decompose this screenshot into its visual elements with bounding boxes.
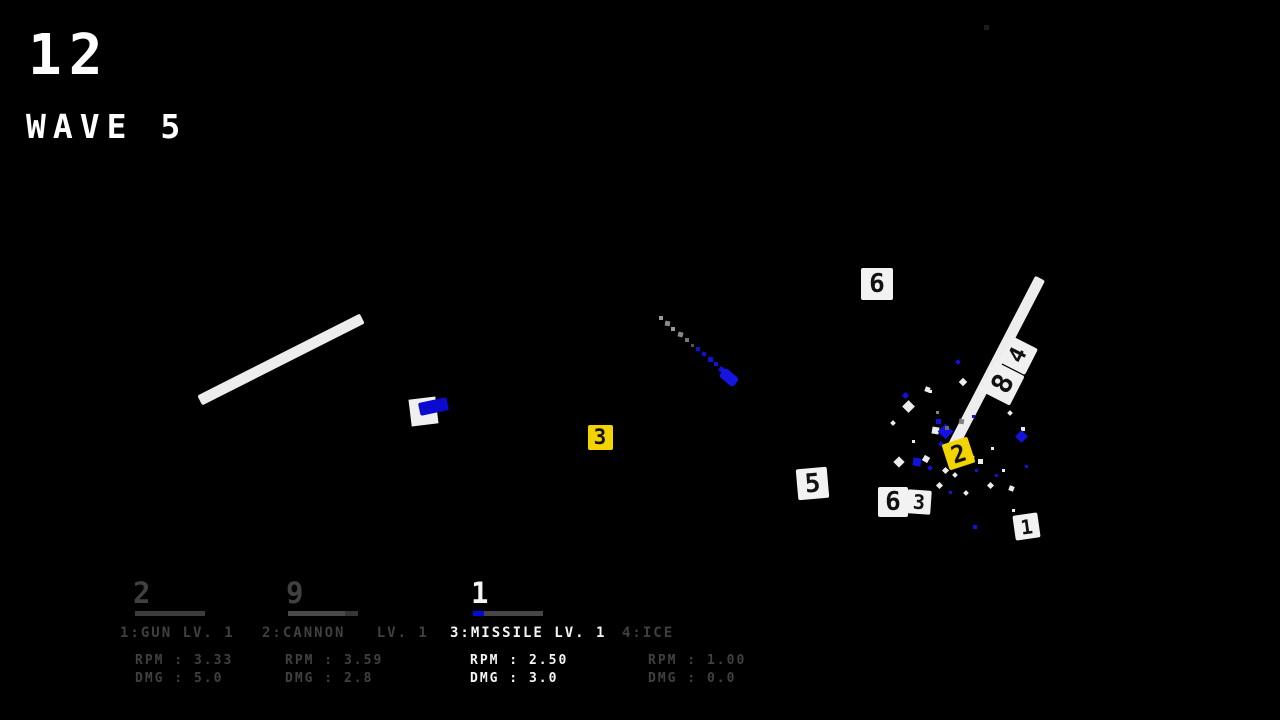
enemy-tile: 1 (1011, 511, 1041, 541)
enemy-tile: 3 (906, 489, 932, 515)
gun-dmg-stat: DMG : 5.0 (135, 671, 224, 686)
debris-particle (948, 490, 952, 494)
gun-ammo-bar (135, 611, 205, 616)
missile-rpm-stat: RPM : 2.50 (470, 653, 569, 668)
debris-particle (935, 481, 943, 489)
weapon-slot-cannon[interactable]: 9 2:CANNON LV. 1 RPM : 3.59 DMG : 2.8 (262, 575, 442, 690)
ammo-bar-segment (288, 611, 345, 616)
debris-particle (971, 414, 975, 418)
debris-particle (1001, 468, 1005, 472)
debris-particle (1007, 484, 1015, 492)
missile-dmg-stat: DMG : 3.0 (470, 671, 559, 686)
debris-particle (890, 420, 896, 426)
debris-particle (941, 466, 949, 474)
ice-rpm-stat: RPM : 1.00 (648, 653, 747, 668)
debris-particle (659, 316, 663, 320)
debris-particle (983, 24, 989, 30)
ammo-bar-segment (135, 611, 205, 616)
cannon-ammo-count: 9 (286, 576, 306, 610)
cannon-label: 2:CANNON LV. 1 (262, 625, 429, 641)
score-counter: 12 (28, 23, 110, 88)
debris-particle (958, 418, 964, 424)
debris-particle (993, 472, 999, 478)
debris-particle (664, 320, 670, 326)
cannon-dmg-stat: DMG : 2.8 (285, 671, 374, 686)
debris-particle (955, 359, 961, 365)
cannon-ammo-bar (288, 611, 358, 616)
debris-particle (1021, 427, 1025, 431)
missile-ammo-bar (473, 611, 543, 616)
debris-particle (676, 330, 684, 338)
gun-ammo-count: 2 (133, 576, 153, 610)
gun-label: 1:GUN LV. 1 (120, 625, 235, 641)
debris-particle (701, 351, 707, 357)
debris-particle (893, 456, 905, 468)
enemy-tile: 6 (878, 487, 908, 517)
debris-particle (707, 356, 713, 362)
debris-particle (1011, 508, 1015, 512)
debris-particle (1024, 464, 1028, 468)
weapon-slot-missile[interactable]: 1 3:MISSILE LV. 1 RPM : 2.50 DMG : 3.0 (450, 575, 630, 690)
debris-particle (921, 454, 931, 464)
debris-particle (714, 362, 718, 366)
debris-particle (1007, 410, 1013, 416)
ammo-bar-segment (484, 611, 543, 616)
missile-ammo-count: 1 (471, 576, 491, 610)
debris-particle (912, 457, 922, 467)
debris-particle (685, 338, 689, 342)
enemy-tile: 3 (587, 424, 613, 450)
ice-label: 4:ICE (622, 625, 675, 641)
debris-particle (935, 418, 941, 424)
enemy-tile: 2 (940, 435, 976, 471)
cannon-rpm-stat: RPM : 3.59 (285, 653, 384, 668)
debris-particle (945, 426, 949, 430)
debris-particle (901, 391, 909, 399)
ammo-bar-segment (345, 611, 358, 616)
missile-label: 3:MISSILE LV. 1 (450, 625, 607, 641)
ice-dmg-stat: DMG : 0.0 (648, 671, 737, 686)
debris-particle (958, 377, 968, 387)
debris-particle (690, 343, 694, 347)
gun-rpm-stat: RPM : 3.33 (135, 653, 234, 668)
debris-particle (977, 458, 983, 464)
debris-particle (986, 481, 994, 489)
wave-indicator: WAVE 5 (26, 107, 188, 146)
debris-particle (911, 439, 915, 443)
debris-particle (963, 490, 969, 496)
debris-particle (935, 410, 939, 414)
enemy-tile: 5 (795, 466, 829, 500)
debris-particle (952, 472, 958, 478)
debris-particle (671, 327, 675, 331)
debris-particle (927, 465, 933, 471)
weapon-slot-gun[interactable]: 2 1:GUN LV. 1 RPM : 3.33 DMG : 5.0 (120, 575, 300, 690)
debris-particle (973, 525, 977, 529)
debris-particle (990, 446, 994, 450)
ammo-bar-segment (473, 611, 484, 616)
debris-particle (1014, 429, 1028, 443)
debris-particle (696, 347, 700, 351)
debris-particle (901, 399, 915, 413)
debris-particle (928, 389, 932, 393)
debris-particle (974, 468, 978, 472)
weapon-slot-ice[interactable]: 4:ICE RPM : 1.00 DMG : 0.0 (622, 575, 802, 690)
laser-beam (197, 313, 365, 405)
enemy-tile: 6 (861, 268, 893, 300)
